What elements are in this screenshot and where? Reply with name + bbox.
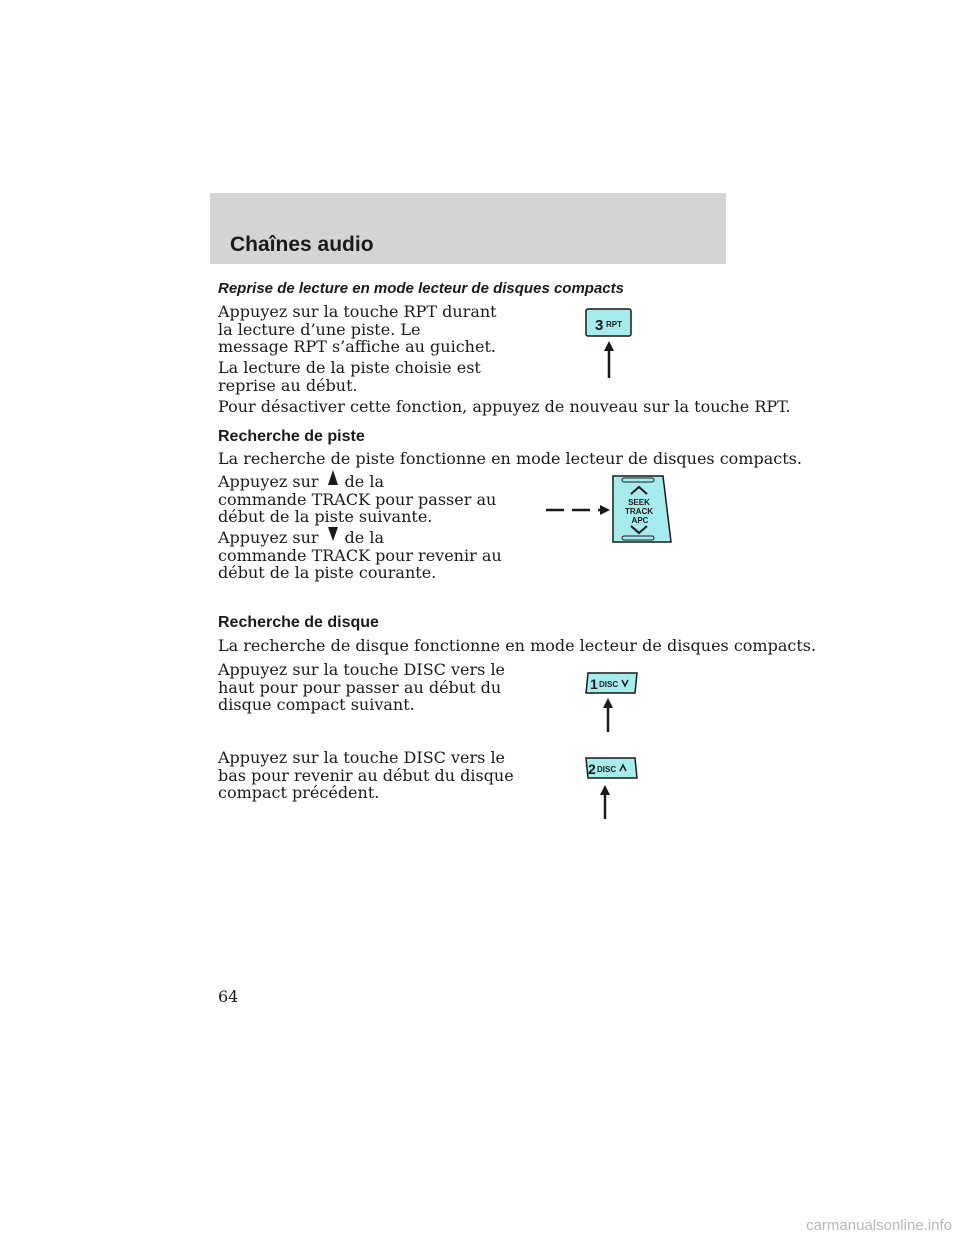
text-line: Appuyez sur la touche RPT durant [218,302,497,321]
seek-track-illustration: SEEK TRACK APC [546,475,672,543]
disc-up-button-illustration: 1 DISC [585,672,638,732]
section-header-band: Chaînes audio [210,193,726,264]
paragraph-track-down: Appuyez sur de la commande TRACK pour rev… [218,527,502,582]
page-number: 64 [218,987,239,1006]
triangle-up-icon [319,470,345,487]
text-fragment: de la [344,528,384,547]
seek-button-bottom-slot [621,535,655,541]
paragraph-repeat-2: La lecture de la piste choisie est repri… [218,359,481,394]
paragraph-track-up: Appuyez sur de la commande TRACK pour pas… [218,470,497,526]
text-line: disque compact suivant. [218,695,415,714]
heading-repeat: Reprise de lecture en mode lecteur de di… [218,280,624,297]
seek-button-top-slot [621,477,655,483]
text-line: Appuyez sur de la [218,470,496,491]
disc-down-button-number: 2 [588,761,596,777]
rpt-button-label: RPT [606,320,622,329]
arrow-up-icon [603,698,613,708]
text-line: commande TRACK pour passer au [218,489,497,509]
arrow-up-icon [600,785,610,795]
text-line: début de la piste courante. [218,563,437,582]
rpt-button-body [585,308,632,337]
heading-track-search: Recherche de piste [218,428,365,445]
text-line: Appuyez sur la touche DISC vers le [218,748,506,767]
text-line: Appuyez sur de la [218,527,502,547]
disc-up-button-body [585,672,638,694]
heading-disc-search: Recherche de disque [218,614,379,631]
seek-button-body [612,475,672,543]
text-line: compact précédent. [218,783,380,802]
text-line: haut pour pour passer au début du [218,677,502,697]
text-fragment: Appuyez sur [218,528,319,547]
text-line: la lecture d’une piste. Le [218,319,421,339]
disc-down-button-label: DISC [597,765,616,774]
chevron-up-icon [630,485,648,495]
paragraph-disc-down: Appuyez sur la touche DISC vers le bas p… [218,749,514,802]
paragraph-track-intro: La recherche de piste fonctionne en mode… [218,449,802,468]
watermark-text: carmanualsonline.info [806,1217,952,1234]
seek-label: SEEK [628,498,650,507]
chevron-down-icon [630,525,648,535]
text-line: message RPT s’affiche au guichet. [218,337,496,356]
chevron-down-icon [621,679,629,688]
apc-label: APC [632,516,649,525]
text-fragment: de la [344,472,384,491]
disc-up-button-number: 1 [590,676,598,692]
disc-up-button-label: DISC [599,680,618,689]
arrow-up-icon [604,341,614,351]
text-line: La lecture de la piste choisie est [218,358,481,377]
arrow-right-icon [600,505,610,515]
paragraph-repeat-3: Pour désactiver cette fonction, appuyez … [218,397,791,416]
paragraph-disc-intro: La recherche de disque fonctionne en mod… [218,636,817,655]
rpt-button-illustration: 3 RPT [585,308,632,378]
chevron-up-icon [619,763,627,772]
paragraph-repeat-1: Appuyez sur la touche RPT durant la lect… [218,303,497,356]
section-title: Chaînes audio [230,233,374,256]
text-line: Appuyez sur la touche DISC vers le [218,660,506,679]
track-label: TRACK [625,507,653,516]
disc-down-button-body [585,757,638,779]
disc-down-button-illustration: 2 DISC [585,757,638,819]
triangle-down-icon [319,527,345,543]
text-line: début de la piste suivante. [218,507,433,526]
rpt-button-number: 3 [595,317,603,334]
text-line: reprise au début. [218,375,358,395]
text-fragment: Appuyez sur [218,472,319,491]
paragraph-disc-up: Appuyez sur la touche DISC vers le haut … [218,661,505,714]
text-line: commande TRACK pour revenir au [218,545,502,565]
text-line: bas pour revenir au début du disque [218,765,514,785]
